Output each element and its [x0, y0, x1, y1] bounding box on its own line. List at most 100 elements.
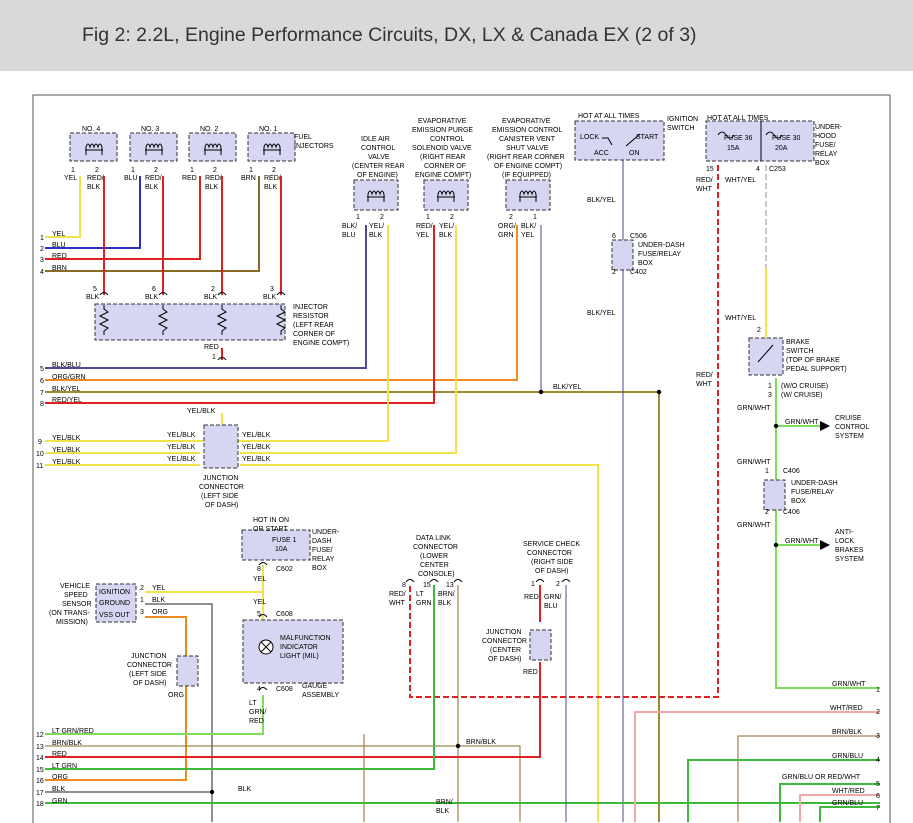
title-bar: Fig 2: 2.2L, Engine Performance Circuits…	[0, 0, 913, 71]
label-inj1: NO. 1	[259, 126, 277, 133]
label-inj2: NO. 2	[200, 126, 218, 133]
label-n13: 13	[36, 744, 44, 751]
wire-12-ltgrn-red	[45, 695, 264, 735]
injector-no-3-coil	[145, 143, 163, 155]
label-m7: 7	[876, 805, 880, 812]
label-uh5: BOX	[815, 160, 830, 167]
label-n1: 1	[40, 235, 44, 242]
label-acc: ACC	[594, 150, 609, 157]
label-dl4: CENTER	[420, 562, 449, 569]
label-ep2: EMISSION PURGE	[412, 127, 473, 134]
malfunction-indicator-light	[242, 619, 344, 684]
label-n17: 17	[36, 790, 44, 797]
ignition-switch	[574, 120, 665, 161]
label-bb2: BLK	[238, 786, 252, 793]
label-ll1: YEL	[52, 231, 65, 238]
iac-coil	[367, 190, 385, 202]
label-ud8: DASH	[312, 538, 331, 545]
wire-r3-brn-blk	[737, 735, 880, 822]
label-jl9: YEL/BLK	[167, 432, 196, 439]
splice-dot	[773, 542, 779, 548]
label-start: START	[636, 134, 659, 141]
label-rp1: 1	[212, 354, 216, 361]
label-wy1: WHT/YEL	[725, 177, 756, 184]
resistor-element	[275, 305, 287, 335]
wire-wht-red	[634, 711, 880, 822]
resistor-element	[157, 305, 169, 335]
label-vw2: BLK	[152, 597, 166, 604]
label-ip1a: 1	[249, 167, 253, 174]
label-epw1: RED/	[416, 223, 433, 230]
connector-terminal	[258, 614, 268, 618]
label-iac2: CONTROL	[361, 145, 395, 152]
label-b18: GRN	[52, 798, 68, 805]
vent-coil	[519, 190, 537, 202]
label-dw1: RED/	[389, 591, 406, 598]
label-jx2: CONNECTOR	[482, 638, 527, 645]
label-ip2a: 1	[190, 167, 194, 174]
splice-dot	[773, 423, 779, 429]
wire-vss-blk	[145, 603, 213, 822]
label-ud6: BOX	[791, 498, 806, 505]
label-ud7: UNDER-	[312, 529, 340, 536]
label-l10: YEL/BLK	[52, 447, 81, 454]
label-ir4: CORNER OF	[293, 331, 335, 338]
label-iac3: VALVE	[368, 154, 390, 161]
label-ip4a: 1	[71, 167, 75, 174]
wire-5-blk-blu	[45, 225, 367, 369]
label-w1r2: BLK	[264, 184, 278, 191]
label-r3: BRN/BLK	[832, 729, 862, 736]
label-jx4: OF DASH)	[488, 656, 521, 663]
under-dash-fuse-c506	[611, 239, 634, 271]
label-vs2: SPEED	[64, 592, 88, 599]
label-mi1: MALFUNCTION	[280, 635, 331, 642]
label-ecw4: YEL	[521, 232, 534, 239]
label-dl2: CONNECTOR	[413, 544, 458, 551]
label-ab3: BRAKES	[835, 547, 864, 554]
label-r4: GRN/BLU	[832, 753, 863, 760]
mil-lamp-filament	[260, 641, 272, 653]
label-dp15: 15	[423, 582, 431, 589]
label-n4: 4	[40, 269, 44, 276]
label-dw2: WHT	[389, 600, 406, 607]
label-c406b: C406	[783, 509, 800, 516]
label-jd1: JUNCTION	[131, 653, 166, 660]
wire-6-org-grn	[45, 225, 518, 381]
wire-10b-yel-blk	[240, 225, 457, 454]
wire-inj3-blu	[45, 176, 141, 249]
label-by1: BLK/YEL	[587, 197, 616, 204]
label-p5a: 5	[257, 611, 261, 618]
label-ip1b: 2	[272, 167, 276, 174]
label-ec3: CANISTER VENT	[499, 136, 556, 143]
label-c253: C253	[769, 166, 786, 173]
label-ecw3: BLK/	[521, 223, 536, 230]
wire-r6-wht-red	[799, 794, 880, 822]
injector-no-2-coil-winding	[204, 143, 222, 155]
injector-resistor	[94, 303, 286, 341]
label-m1: 1	[876, 687, 880, 694]
label-m2: 2	[876, 709, 880, 716]
label-ep5: (RIGHT REAR	[420, 154, 465, 161]
label-bs4: PEDAL SUPPORT)	[786, 366, 847, 373]
label-gw4: GRN/WHT	[737, 522, 771, 529]
label-l6: ORG/GRN	[52, 374, 85, 381]
label-iacw4: BLK	[369, 232, 383, 239]
label-rp6: 6	[152, 286, 156, 293]
label-iacw3: YEL/	[369, 223, 384, 230]
label-rw3: RED/	[696, 372, 713, 379]
label-jc2: CONNECTOR	[199, 484, 244, 491]
label-c402: C402	[630, 269, 647, 276]
label-epp2: 2	[450, 214, 454, 221]
label-fi2: INJECTORS	[294, 143, 334, 150]
label-ab2: LOCK	[835, 538, 854, 545]
vent-coil-winding	[519, 190, 537, 202]
label-ir3: (LEFT REAR	[293, 322, 334, 329]
label-dp8: 8	[402, 582, 406, 589]
label-ep6: CORNER OF	[424, 163, 466, 170]
label-p4a: 4	[756, 166, 760, 173]
label-n6: 6	[40, 378, 44, 385]
label-lgr1: LT	[249, 700, 257, 707]
wire-r4-grn-blu	[687, 759, 880, 822]
label-p2a: 2	[612, 269, 616, 276]
